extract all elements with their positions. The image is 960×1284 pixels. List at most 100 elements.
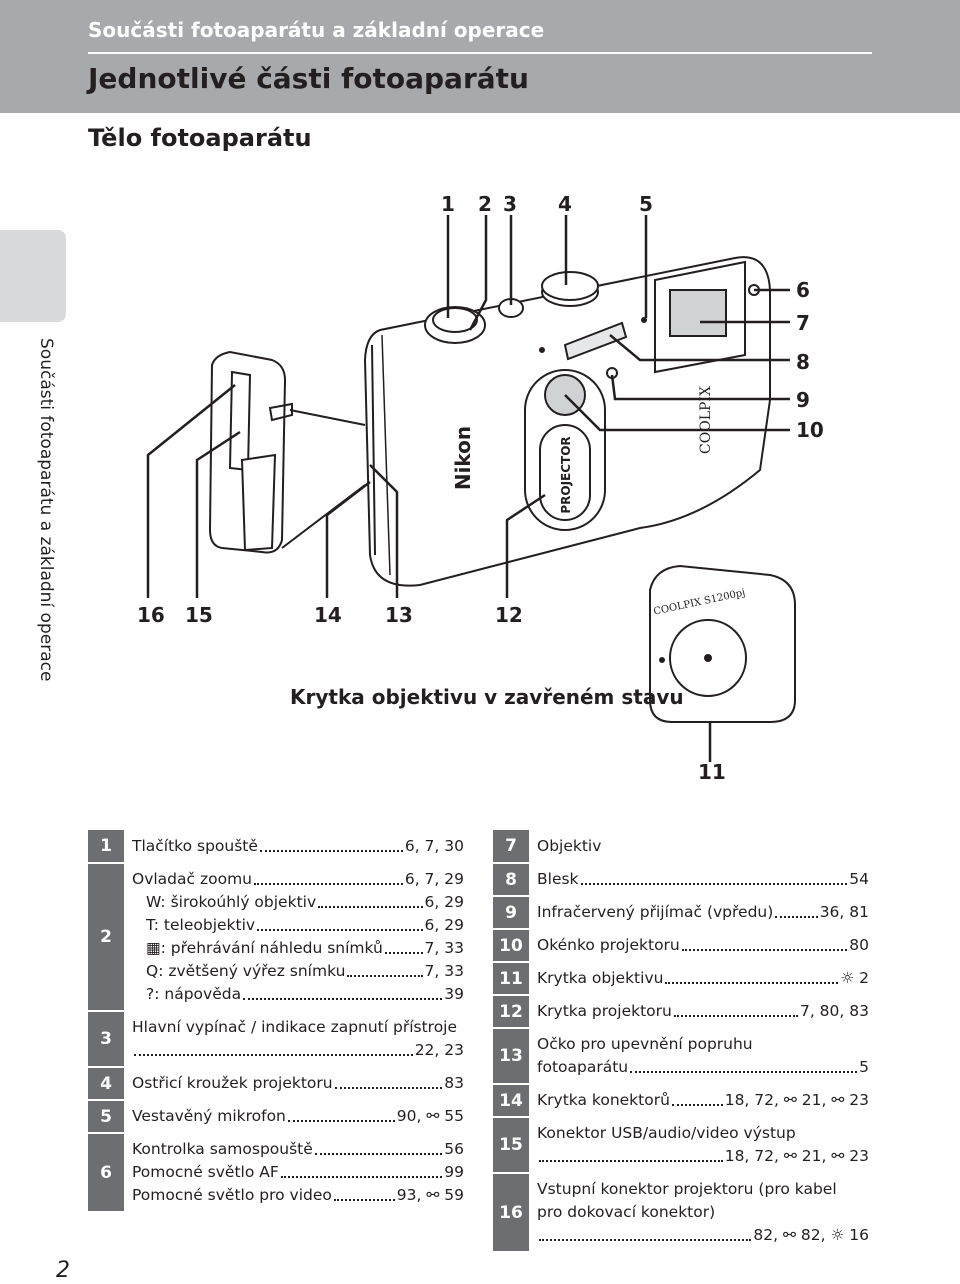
- page-reference: 54: [849, 870, 869, 888]
- part-number: 5: [88, 1100, 124, 1134]
- part-number: 4: [88, 1067, 124, 1101]
- table-row: 3 Hlavní vypínač / indikace zapnutí příst…: [88, 1011, 464, 1068]
- lens-cap-caption: Krytka objektivu v zavřeném stavu: [290, 685, 684, 709]
- page-reference: ☼ 2: [840, 969, 869, 987]
- table-row: 11 Krytka objektivu ☼ 2: [493, 962, 869, 996]
- table-row: 2 Ovladač zoomu 6, 7, 29 W: širokoúhlý obje…: [88, 863, 464, 1012]
- page-reference: 18, 72, ⚯ 21, ⚯ 23: [724, 1147, 869, 1165]
- right-parts-table: 7 Objektiv 8 Blesk 54 9 Infračervený přijímač …: [493, 830, 869, 1253]
- part-description: Infračervený přijímač (vpředu)36, 81: [529, 896, 869, 929]
- dot-leader: [259, 850, 403, 852]
- dot-leader: [665, 982, 839, 984]
- callout-3: 3: [503, 192, 517, 216]
- part-number: 9: [493, 896, 529, 930]
- projector-text: PROJECTOR: [559, 436, 573, 513]
- page-reference: 99: [444, 1163, 464, 1181]
- part-number: 8: [493, 863, 529, 897]
- page-reference: 6, 7, 29: [404, 870, 464, 888]
- callout-12: 12: [495, 603, 523, 627]
- callout-4: 4: [558, 192, 572, 216]
- page-reference: 83: [444, 1074, 464, 1092]
- part-label: ?: nápověda: [146, 985, 242, 1003]
- part-label: Blesk: [537, 870, 579, 888]
- part-entry: Pomocné světlo AF 99: [132, 1161, 464, 1184]
- part-label: Očko pro upevnění popruhu: [537, 1035, 753, 1053]
- page-reference: 80: [849, 936, 869, 954]
- part-number: 3: [88, 1011, 124, 1068]
- part-label: Objektiv: [537, 837, 602, 855]
- part-entry: ▦: přehrávání náhledu snímků 7, 33: [132, 937, 464, 960]
- dot-leader: [539, 1160, 723, 1162]
- table-row: 9 Infračervený přijímač (vpředu)36, 81: [493, 896, 869, 930]
- dot-leader: [334, 1087, 443, 1089]
- part-number: 7: [493, 830, 529, 864]
- part-label: Vestavěný mikrofon: [132, 1107, 286, 1125]
- part-label: fotoaparátu: [537, 1058, 629, 1076]
- part-label: Hlavní vypínač / indikace zapnutí přístr…: [132, 1018, 458, 1036]
- part-description: Ostřicí kroužek projektoru 83: [124, 1067, 464, 1100]
- callout-9: 9: [796, 388, 810, 412]
- dot-leader: [671, 1104, 723, 1106]
- callout-10: 10: [796, 418, 824, 442]
- page-reference: 18, 72, ⚯ 21, ⚯ 23: [724, 1091, 869, 1109]
- table-row: 8 Blesk 54: [493, 863, 869, 897]
- part-description: Hlavní vypínač / indikace zapnutí přístr…: [124, 1011, 464, 1067]
- part-label: Q: zvětšený výřez snímku: [146, 962, 346, 980]
- page-reference: 6, 7, 30: [404, 837, 464, 855]
- section-title: Součásti fotoaparátu a základní operace: [88, 18, 545, 42]
- table-row: 4 Ostřicí kroužek projektoru 83: [88, 1067, 464, 1101]
- callout-14: 14: [314, 603, 342, 627]
- dot-leader: [314, 1153, 443, 1155]
- callout-11: 11: [698, 760, 726, 784]
- part-description: Ovladač zoomu 6, 7, 29 W: širokoúhlý objek…: [124, 863, 464, 1011]
- dot-leader: [630, 1071, 858, 1073]
- part-label: Pomocné světlo AF: [132, 1163, 279, 1181]
- camera-illustration: PROJECTOR Nikon COOLPIX COOLPIX S1200pj: [146, 215, 796, 762]
- dot-leader: [681, 949, 848, 951]
- part-number: 1: [88, 830, 124, 864]
- page-reference: 22, 23: [414, 1041, 464, 1059]
- page-number: 2: [56, 1258, 70, 1283]
- part-number: 16: [493, 1173, 529, 1253]
- part-entry: 82, ⚯ 82, ☼ 16: [537, 1224, 869, 1247]
- part-label: ▦: přehrávání náhledu snímků: [146, 939, 383, 957]
- page-title: Jednotlivé části fotoaparátu: [88, 62, 529, 95]
- page-reference: 93, ⚯ 59: [396, 1186, 464, 1204]
- part-label: Ovladač zoomu: [132, 870, 252, 888]
- part-label: Ostřicí kroužek projektoru: [132, 1074, 333, 1092]
- coolpix-text: COOLPIX: [698, 386, 714, 454]
- part-entry: Ostřicí kroužek projektoru 83: [132, 1072, 464, 1095]
- dot-leader: [775, 916, 818, 918]
- part-number: 2: [88, 863, 124, 1012]
- part-entry: Infračervený přijímač (vpředu)36, 81: [537, 901, 869, 924]
- page-reference: 7, 80, 83: [799, 1002, 869, 1020]
- part-description: Objektiv: [529, 830, 869, 863]
- part-label: Krytka objektivu: [537, 969, 664, 987]
- dot-leader: [254, 883, 403, 885]
- part-entry: Blesk 54: [537, 868, 869, 891]
- part-number: 14: [493, 1084, 529, 1118]
- part-label: pro dokovací konektor): [537, 1203, 716, 1221]
- callout-1: 1: [441, 192, 455, 216]
- header-band: Součásti fotoaparátu a základní operace …: [0, 0, 960, 113]
- part-entry: 22, 23: [132, 1039, 464, 1062]
- page-reference: 7, 33: [424, 939, 464, 957]
- dot-leader: [673, 1015, 798, 1017]
- part-number: 11: [493, 962, 529, 996]
